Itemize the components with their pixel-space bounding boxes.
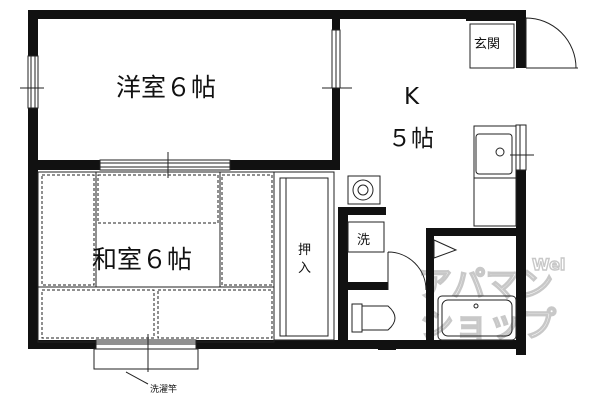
bathtub [437, 295, 517, 341]
watermark-text-bottom: ショップ [420, 305, 556, 345]
watermark-text-side: Wel [532, 255, 565, 274]
kitchen-size-label: ５帖 [388, 126, 434, 152]
japanese-room-label: 和室６帖 [92, 245, 192, 274]
watermark-text-top: アパマン [418, 265, 553, 305]
laundry-pole-marker [125, 371, 149, 385]
toilet [351, 303, 396, 333]
windows [20, 29, 534, 372]
kitchen-fixtures [347, 125, 517, 291]
laundry-pole-label: 洗濯竿 [150, 383, 177, 395]
entrance-door [469, 17, 578, 69]
closet-label-bottom: 入 [298, 261, 311, 276]
washer-label: 洗 [357, 233, 370, 248]
kitchen-label: K [404, 84, 420, 110]
entrance-label: 玄関 [474, 37, 500, 52]
closet-label-top: 押 [298, 243, 311, 258]
closet [273, 171, 335, 341]
exterior-walls [28, 10, 526, 355]
western-room-label: 洋室６帖 [116, 73, 216, 102]
